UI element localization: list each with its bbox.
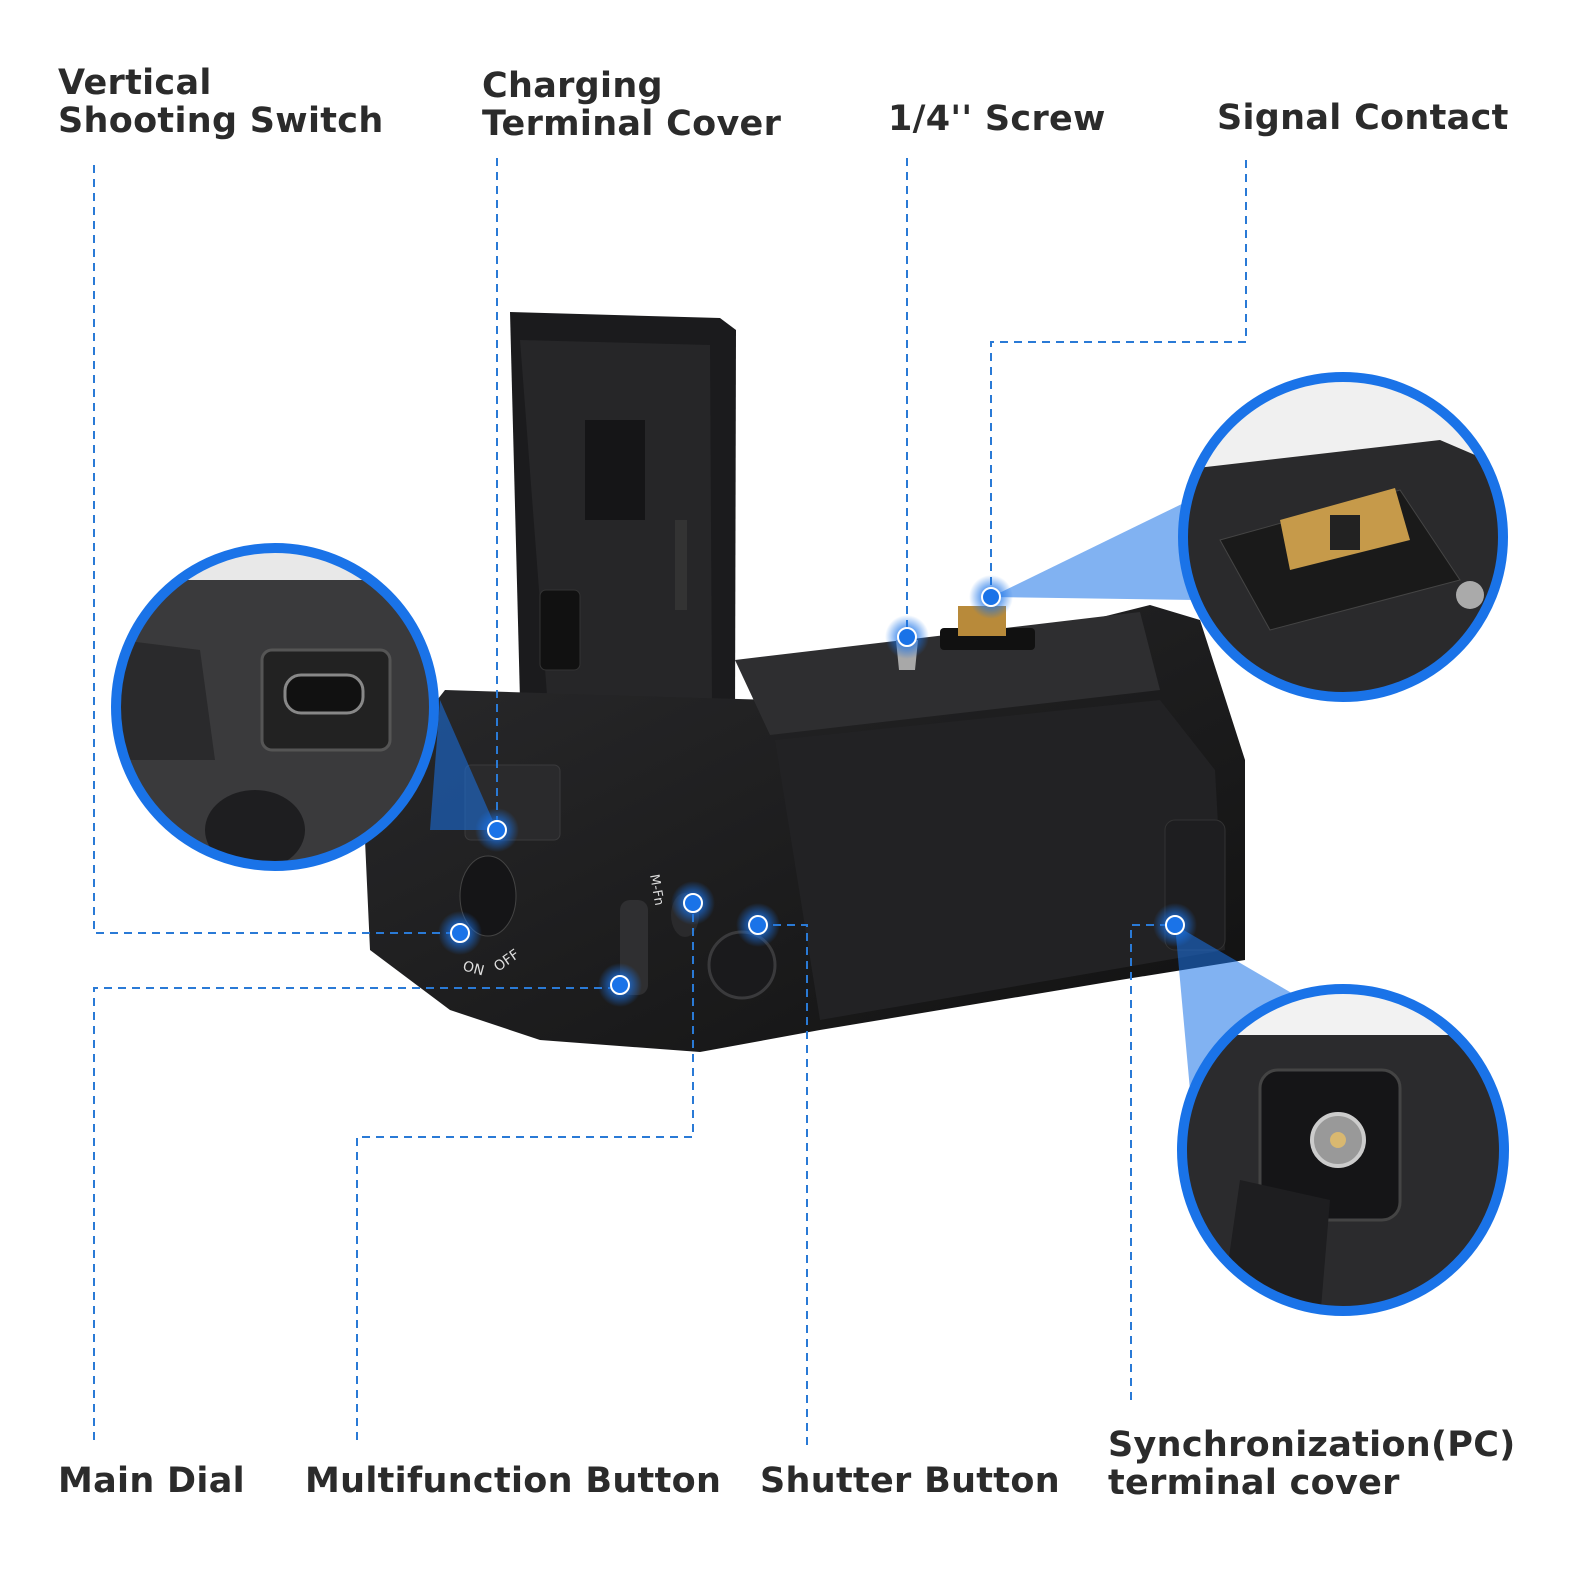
marker-multifunction xyxy=(671,881,715,925)
label-line: Charging xyxy=(482,66,663,106)
label-vertical-shooting-switch: Vertical Shooting Switch xyxy=(58,64,384,140)
label-shutter-button: Shutter Button xyxy=(760,1461,1060,1501)
marker-vertical-switch xyxy=(438,911,482,955)
marker-signal-contact xyxy=(969,575,1013,619)
label-signal-contact: Signal Contact xyxy=(1217,98,1509,138)
label-main-dial: Main Dial xyxy=(58,1461,245,1501)
marker-shutter xyxy=(736,903,780,947)
on-marking: ON xyxy=(461,958,486,979)
zoom-signal-contact xyxy=(1178,372,1508,702)
label-charging-terminal-cover: Charging Terminal Cover xyxy=(482,67,781,143)
battery-tray xyxy=(510,312,736,722)
zoom-sync-terminal xyxy=(1177,984,1509,1316)
label-line: Vertical xyxy=(58,63,212,103)
label-screw: 1/4'' Screw xyxy=(888,99,1106,139)
label-line: Terminal Cover xyxy=(482,104,782,144)
marker-sync-cover xyxy=(1153,903,1197,947)
label-sync-terminal-cover: Synchronization(PC) terminal cover xyxy=(1108,1426,1516,1502)
callout-beam xyxy=(991,500,1195,600)
mfn-marking: M-Fn xyxy=(646,873,666,907)
label-line: Shooting Switch xyxy=(58,101,384,141)
marker-main-dial xyxy=(598,963,642,1007)
label-line: terminal cover xyxy=(1108,1463,1400,1503)
marker-screw xyxy=(885,615,929,659)
label-line: Synchronization(PC) xyxy=(1108,1425,1516,1465)
marker-charging-cover xyxy=(475,808,519,852)
label-multifunction-button: Multifunction Button xyxy=(305,1461,722,1501)
callout-beam xyxy=(1175,925,1295,1090)
leader-lines xyxy=(93,158,1247,1445)
callout-markers xyxy=(438,575,1197,1007)
callout-beam xyxy=(430,700,497,830)
